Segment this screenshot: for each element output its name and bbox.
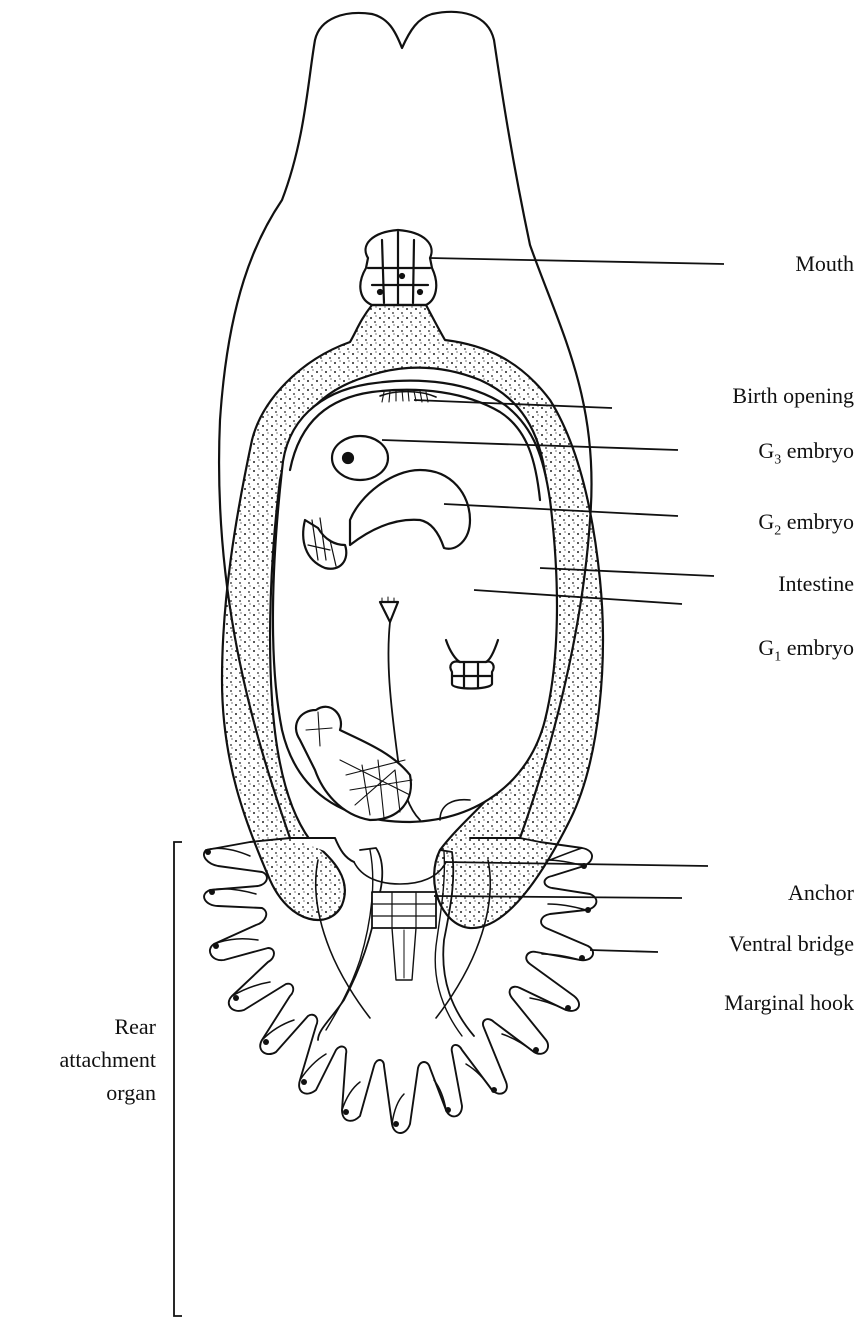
g3-word: embryo	[781, 438, 854, 463]
haptor-lobes	[204, 838, 596, 1133]
g2-letter: G	[758, 509, 774, 534]
rear-line-2: attachment	[40, 1043, 156, 1076]
label-g3-embryo: G3 embryo	[758, 440, 854, 467]
leader-mouth	[430, 258, 724, 264]
label-birth-opening: Birth opening	[732, 385, 854, 407]
label-marginal-hook: Marginal hook	[724, 992, 854, 1014]
label-intestine: Intestine	[778, 573, 854, 595]
rear-organ-bracket	[174, 842, 182, 1316]
label-rear-attachment-organ: Rear attachment organ	[40, 1010, 156, 1109]
label-ventral-bridge: Ventral bridge	[729, 933, 854, 955]
label-g2-embryo: G2 embryo	[758, 511, 854, 538]
rear-line-3: organ	[40, 1076, 156, 1109]
label-g1-embryo: G1 embryo	[758, 637, 854, 664]
label-mouth: Mouth	[795, 253, 854, 275]
g2-word: embryo	[781, 509, 854, 534]
ventral-bridge	[372, 892, 436, 928]
leader-marginal-hook	[590, 950, 658, 952]
label-anchor: Anchor	[788, 882, 854, 904]
g1-letter: G	[758, 635, 774, 660]
g3-letter: G	[758, 438, 774, 463]
rear-line-1: Rear	[40, 1010, 156, 1043]
g3-embryo	[332, 436, 388, 480]
g1-word: embryo	[781, 635, 854, 660]
